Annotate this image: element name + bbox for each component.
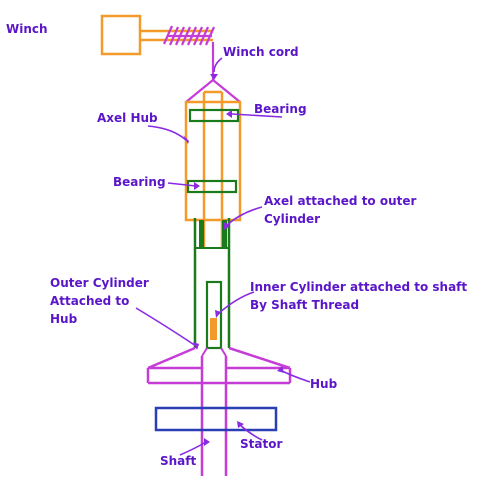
arrowhead-winch-cord [210, 74, 218, 80]
arrowhead-stator [237, 421, 244, 428]
arrowhead-bearing-top [226, 110, 232, 118]
label-bearing-lower: Bearing [113, 175, 166, 189]
winch-worm-thread [162, 25, 216, 46]
arrow-stator [239, 424, 263, 441]
hub-neck-right [220, 347, 227, 357]
shaft-thread [210, 318, 217, 340]
label-axel-hub: Axel Hub [97, 111, 158, 125]
label-outer-cylinder-line2: Attached to [50, 294, 129, 308]
label-inner-cylinder-line2: By Shaft Thread [250, 298, 359, 312]
cord-right-bridle [212, 79, 241, 103]
arrow-bearing-lower [167, 182, 197, 187]
inner-cylinder [205, 280, 223, 350]
label-axel-attached-line1: Axel attached to outer [264, 194, 417, 208]
label-winch-cord: Winch cord [223, 45, 299, 59]
arrowhead-axel-attached [224, 222, 230, 230]
stator [154, 406, 278, 432]
label-stator: Stator [240, 437, 282, 451]
arrow-axel-attached [225, 206, 263, 227]
bearing-top [188, 108, 240, 123]
label-shaft: Shaft [160, 454, 197, 468]
label-winch: Winch [6, 22, 48, 36]
label-axel-attached-line2: Cylinder [264, 212, 320, 226]
hub-neck-left [201, 347, 208, 357]
label-hub: Hub [310, 377, 338, 391]
arrowhead-axel-hub [183, 135, 189, 144]
arrowhead-outer-cylinder [193, 342, 199, 350]
hub-right-slope [228, 346, 291, 370]
arrow-axel-hub [147, 125, 187, 141]
cord-left-bridle [185, 79, 214, 103]
arrow-bearing-top [231, 113, 283, 118]
label-outer-cylinder-line3: Hub [50, 312, 78, 326]
bearing-lower [186, 179, 238, 194]
arrowhead-hub [277, 366, 284, 373]
label-inner-cylinder-line1: Inner Cylinder attached to shaft [250, 280, 467, 294]
axel-outer-attachment-left [199, 220, 204, 248]
winch-box [100, 14, 142, 56]
arrow-outer-cylinder [135, 307, 197, 347]
arrow-winch-cord [213, 57, 223, 73]
axel-hub [184, 100, 242, 222]
arrowhead-inner-cylinder [215, 310, 221, 318]
arrow-hub [279, 369, 311, 383]
label-outer-cylinder-line1: Outer Cylinder [50, 276, 149, 290]
arrow-inner-cylinder [217, 291, 255, 315]
arrowhead-shaft [204, 438, 210, 446]
hub-left-slope [147, 346, 196, 370]
label-bearing-top: Bearing [254, 102, 307, 116]
axel-outer-attachment-right [222, 220, 227, 248]
arrowhead-bearing-lower [194, 182, 200, 190]
